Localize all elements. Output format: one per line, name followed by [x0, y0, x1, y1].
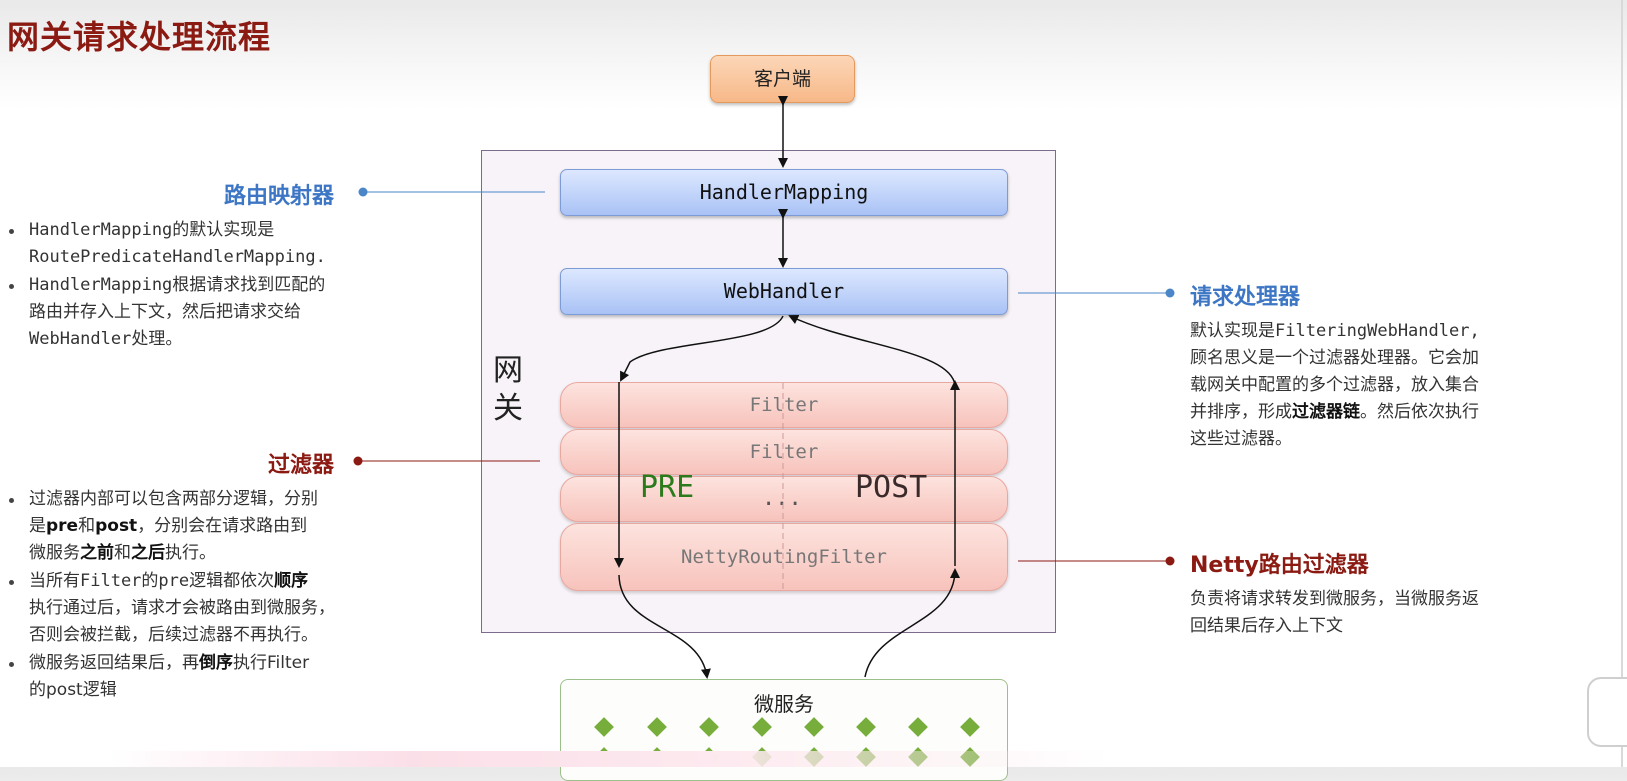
note-text: 执行通过后，请求才会被路由到微服务，: [29, 598, 335, 618]
note-text: 负责将请求转发到微服务，当微服务返: [1190, 589, 1479, 609]
note-text: 当所有: [29, 571, 80, 591]
note-text: 的post逻辑: [29, 680, 117, 700]
note-text: 微服务: [29, 543, 80, 563]
netty-filter-dot-icon: [1165, 556, 1175, 566]
bullet-icon: [9, 580, 14, 585]
note-text: 之后: [131, 543, 165, 563]
webhandler-to-pre-arrow: [620, 315, 784, 382]
note-text: WebHandler: [29, 329, 132, 349]
bullet-icon: [9, 284, 14, 289]
note-text: RoutePredicateHandlerMapping.: [29, 247, 326, 267]
page-title: 网关请求处理流程: [7, 18, 272, 56]
note-text: 执行。: [165, 543, 216, 563]
note-text: 处理。: [131, 329, 183, 349]
filter-bar-1: Filter: [560, 382, 1008, 428]
note-text: 微服务返回结果后，再: [29, 653, 199, 673]
gateway-label-char-1: 网: [493, 353, 523, 388]
note-text: 是: [29, 516, 46, 536]
note-text: 路由并存入上下文，然后把请求交给: [29, 302, 301, 322]
note-text: pre: [158, 571, 190, 591]
note-text: 。然后依次执行: [1360, 402, 1479, 422]
note-text: 和: [114, 543, 131, 563]
note-text: pre: [46, 516, 79, 536]
handler-mapping-box: HandlerMapping: [560, 169, 1008, 216]
filter-note-2: 当所有Filter的pre逻辑都依次顺序 执行通过后，请求才会被路由到微服务， …: [29, 568, 369, 649]
note-text: 逻辑都依次: [189, 571, 275, 591]
request-handler-note: 默认实现是FilteringWebHandler, 顾名思义是一个过滤器处理器。…: [1190, 318, 1510, 453]
microservice-label: 微服务: [754, 692, 814, 716]
post-to-webhandler-arrow: [788, 314, 956, 386]
web-handler-box: WebHandler: [560, 268, 1008, 315]
note-text: 的: [141, 571, 159, 591]
route-mapper-note-1: HandlerMapping的默认实现是 RoutePredicateHandl…: [29, 217, 369, 271]
netty-filter-note: 负责将请求转发到微服务，当微服务返 回结果后存入上下文: [1190, 586, 1510, 640]
route-mapper-note-2: HandlerMapping根据请求找到匹配的 路由并存入上下文，然后把请求交给…: [29, 272, 369, 353]
bullet-icon: [9, 662, 14, 667]
note-text: 并排序，形成: [1190, 402, 1292, 422]
note-text: HandlerMapping: [29, 275, 173, 295]
route-mapper-dot-icon: [358, 187, 368, 197]
note-text: 根据请求找到匹配的: [172, 275, 326, 295]
note-text: 过滤器内部可以包含两部分逻辑，分别: [29, 489, 318, 509]
filter-note-3: 微服务返回结果后，再倒序执行Filter 的post逻辑: [29, 650, 369, 704]
request-handler-dot-icon: [1165, 288, 1175, 298]
note-text: ，分别会在请求路由到: [137, 516, 308, 536]
note-text: 载网关中配置的多个过滤器，放入集合: [1190, 375, 1479, 395]
gateway-label: 网 关: [490, 352, 526, 428]
note-text: 过滤器链: [1292, 402, 1360, 422]
note-text: 默认实现是: [1190, 321, 1275, 341]
to-microservice-arrow: [618, 574, 711, 679]
note-text: 顾名思义是一个过滤器处理器。它会加: [1190, 348, 1479, 368]
note-text: 这些过滤器。: [1190, 429, 1292, 449]
request-handler-callout: 请求处理器: [1190, 285, 1301, 310]
filter-bar-2: Filter: [560, 429, 1008, 475]
route-mapper-callout: 路由映射器: [224, 184, 335, 209]
note-text: 之前: [80, 543, 114, 563]
filter-note-1: 过滤器内部可以包含两部分逻辑，分别 是pre和post，分别会在请求路由到 微服…: [29, 486, 369, 567]
note-text: Filter: [80, 571, 142, 591]
filter-bar-3: [560, 476, 1008, 522]
bullet-icon: [9, 498, 14, 503]
note-text: 和: [78, 516, 96, 536]
netty-routing-filter-bar: NettyRoutingFilter: [560, 523, 1008, 591]
from-microservice-arrow: [864, 568, 960, 678]
note-text: post: [95, 516, 138, 536]
filter-dot-icon: [353, 456, 363, 466]
note-text: 倒序: [199, 653, 233, 673]
bullet-icon: [9, 229, 14, 234]
filter-ellipsis: ...: [762, 486, 802, 511]
side-widget[interactable]: [1587, 677, 1627, 747]
right-edge-line: [1621, 0, 1623, 767]
filter-callout: 过滤器: [268, 453, 335, 478]
gateway-label-char-2: 关: [493, 391, 523, 426]
netty-filter-callout: Netty路由过滤器: [1190, 553, 1369, 578]
post-label: POST: [855, 470, 928, 505]
background-smear: [110, 751, 1110, 767]
note-text: FilteringWebHandler,: [1275, 321, 1480, 341]
note-text: HandlerMapping: [29, 220, 173, 240]
note-text: 执行Filter: [233, 653, 310, 673]
note-text: 否则会被拦截，后续过滤器不再执行。: [29, 625, 318, 645]
note-text: 的默认实现是: [172, 220, 275, 240]
pre-label: PRE: [640, 470, 695, 505]
note-text: 顺序: [274, 571, 309, 591]
note-text: 回结果后存入上下文: [1190, 616, 1343, 636]
